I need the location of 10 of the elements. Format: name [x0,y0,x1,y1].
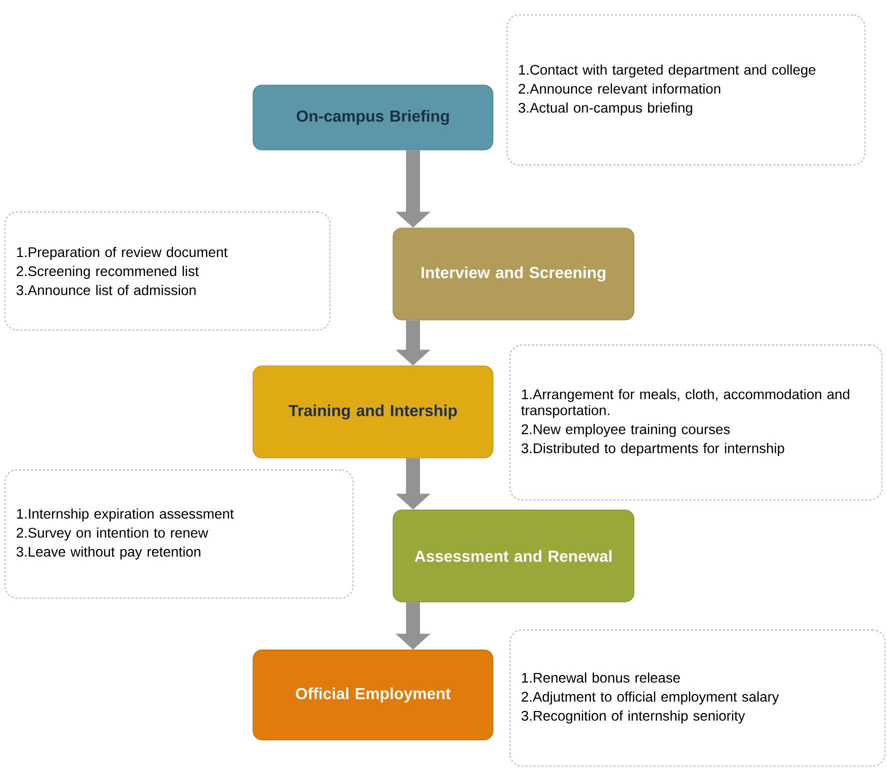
note-box: 1.Renewal bonus release 2.Adjutment to official employment salary 3.Recognition of internship seniority [510,629,886,766]
process-box: On-campus Briefing [252,84,494,150]
note-box: 1.Internship expiration assessment 2.Survey on intention to renew 3.Leave without pay retention [4,469,354,598]
process-box: Assessment and Renewal [392,510,634,602]
process-box: Interview and Screening [392,228,634,320]
note-box: 1.Arrangement for meals, cloth, accommodation and transportation. 2.New employee training courses 3.Distributed to departments for internship [510,344,882,500]
process-box: Official Employment [252,650,494,740]
note-box: 1.Preparation of review document 2.Screening recommened list 3.Announce list of admission [4,212,330,330]
note-box: 1.Contact with targeted department and college 2.Announce relevant information 3.Actual on-campus briefing [506,14,866,166]
process-box: Training and Intership [252,366,494,458]
